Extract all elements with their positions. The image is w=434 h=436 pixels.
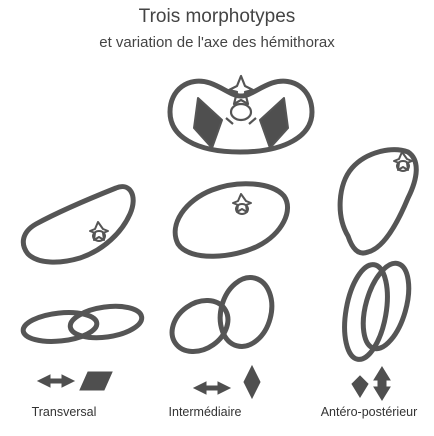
thorax-cross-section-icon [170, 76, 312, 152]
antero-posterieur-chest-outline [340, 150, 416, 253]
transversal-chest-outline [23, 187, 133, 263]
intermediaire-rib-ellipses [162, 272, 279, 362]
intermediaire-axis-symbols [194, 366, 260, 398]
vertebra-icon [233, 194, 251, 214]
direction-arrow-icon [194, 382, 230, 394]
diamond-icon [352, 376, 368, 397]
diamond-icon [244, 366, 260, 398]
label-transversal: Transversal [16, 405, 112, 419]
diamond-icon [80, 372, 112, 390]
rib-ellipse-icon [213, 272, 279, 353]
transversal-rib-ellipses [22, 302, 144, 345]
antero-posterieur-rib-ellipses [338, 258, 417, 363]
label-intermediaire: Intermédiaire [145, 405, 265, 419]
direction-arrow-icon [38, 375, 74, 387]
vertebra-icon [226, 76, 256, 124]
vertebra-icon [90, 222, 108, 241]
direction-arrow-icon [374, 367, 390, 400]
intermediaire-chest-outline [175, 184, 287, 257]
label-antero-posterieur: Antéro-postérieur [305, 405, 433, 419]
rib-ellipse-icon [68, 302, 143, 342]
antero-posterieur-axis-symbols [352, 367, 390, 400]
rib-ellipse-icon [162, 290, 238, 362]
transversal-axis-symbols [38, 372, 112, 390]
